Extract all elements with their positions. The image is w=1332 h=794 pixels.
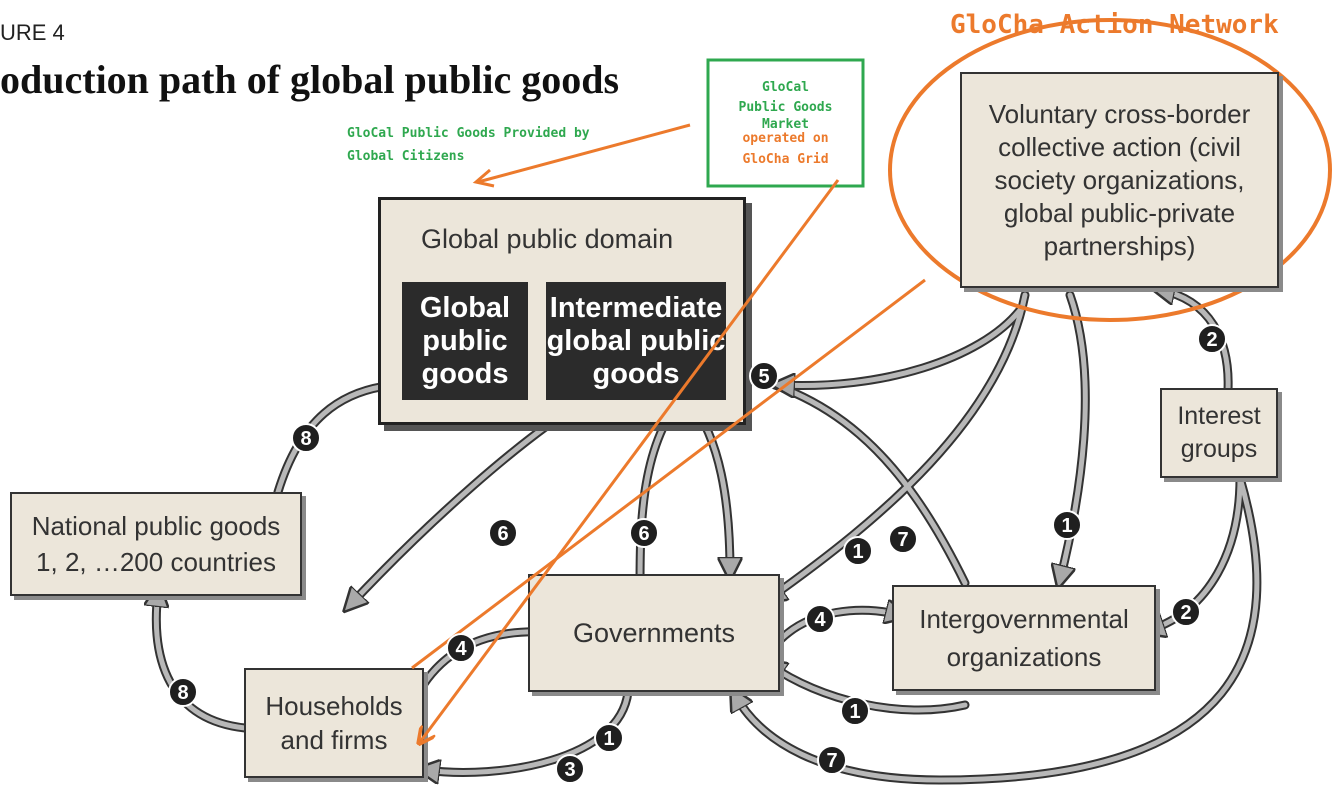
badge-8-1: 8	[168, 677, 198, 707]
market-line-2: Public Goods	[738, 100, 833, 115]
badge-2-8: 2	[1197, 324, 1227, 354]
voluntary-line-1: Voluntary cross-border	[988, 98, 1251, 129]
badge-number: 1	[1061, 515, 1072, 537]
intergovernmental-organizations-box: Intergovernmental organizations	[892, 585, 1156, 691]
badge-number: 4	[814, 609, 826, 631]
badge-5-4: 5	[749, 361, 779, 391]
badge-number: 8	[300, 428, 311, 450]
badge-number: 7	[826, 750, 837, 772]
badge-2-9: 2	[1171, 597, 1201, 627]
badge-6-3: 6	[629, 518, 659, 548]
national-line-2: 1, 2, …200 countries	[36, 547, 276, 577]
badge-number: 3	[564, 759, 575, 781]
households-and-firms-box: Households and firms	[244, 668, 424, 778]
market-line-3: Market	[762, 117, 809, 132]
voluntary-action-box: Voluntary cross-border collective action…	[960, 72, 1279, 288]
citizens-line-2: Global Citizens	[347, 149, 465, 164]
badge-8-0: 8	[291, 423, 321, 453]
market-line-4: operated on	[742, 131, 829, 146]
intergov-line-2: organizations	[946, 642, 1102, 672]
voluntary-line-4: global public-private	[1003, 197, 1236, 228]
badge-number: 7	[897, 529, 908, 551]
market-line-5: GloCha Grid	[742, 152, 829, 167]
voluntary-line-3: society organizations,	[994, 164, 1245, 195]
badge-7-15: 7	[817, 745, 847, 775]
intergov-line-1: Intergovernmental	[919, 604, 1129, 634]
badge-1-5: 1	[843, 536, 873, 566]
badge-1-7: 1	[1052, 510, 1082, 540]
badge-1-13: 1	[594, 723, 624, 753]
badge-number: 6	[497, 523, 508, 545]
interest-line-2: groups	[1180, 435, 1258, 463]
badge-number: 2	[1206, 329, 1217, 351]
badge-1-12: 1	[840, 696, 870, 726]
badge-4-10: 4	[805, 604, 835, 634]
households-line-2: and firms	[280, 725, 388, 755]
interest-line-1: Interest	[1177, 402, 1261, 430]
market-box	[706, 58, 865, 188]
badge-number: 1	[849, 701, 860, 723]
voluntary-line-2: collective action (civil	[998, 131, 1241, 162]
badge-3-14: 3	[555, 754, 585, 784]
badge-7-6: 7	[888, 524, 918, 554]
badge-4-11: 4	[446, 633, 476, 663]
interest-groups-box: Interest groups	[1160, 388, 1278, 478]
market-box-text: GloCal Public Goods Market operated on G…	[710, 78, 861, 170]
national-line-1: National public goods	[31, 511, 281, 541]
badge-number: 6	[638, 523, 649, 545]
market-line-1: GloCal	[762, 80, 809, 95]
figure-label: URE 4	[0, 20, 65, 45]
figure-title: oduction path of global public goods	[0, 57, 620, 102]
national-public-goods-box: National public goods 1, 2, …200 countri…	[10, 492, 302, 596]
badge-number: 1	[603, 728, 614, 750]
badge-number: 4	[455, 638, 467, 660]
badge-number: 1	[852, 541, 863, 563]
network-ellipse	[888, 18, 1332, 322]
voluntary-line-5: partnerships)	[1043, 230, 1196, 261]
badge-number: 5	[758, 366, 769, 388]
network-title: GloCha Action Network	[950, 10, 1279, 40]
households-line-1: Households	[265, 691, 403, 721]
badge-number: 2	[1180, 602, 1191, 624]
badge-number: 8	[177, 682, 188, 704]
badge-6-2: 6	[488, 518, 518, 548]
